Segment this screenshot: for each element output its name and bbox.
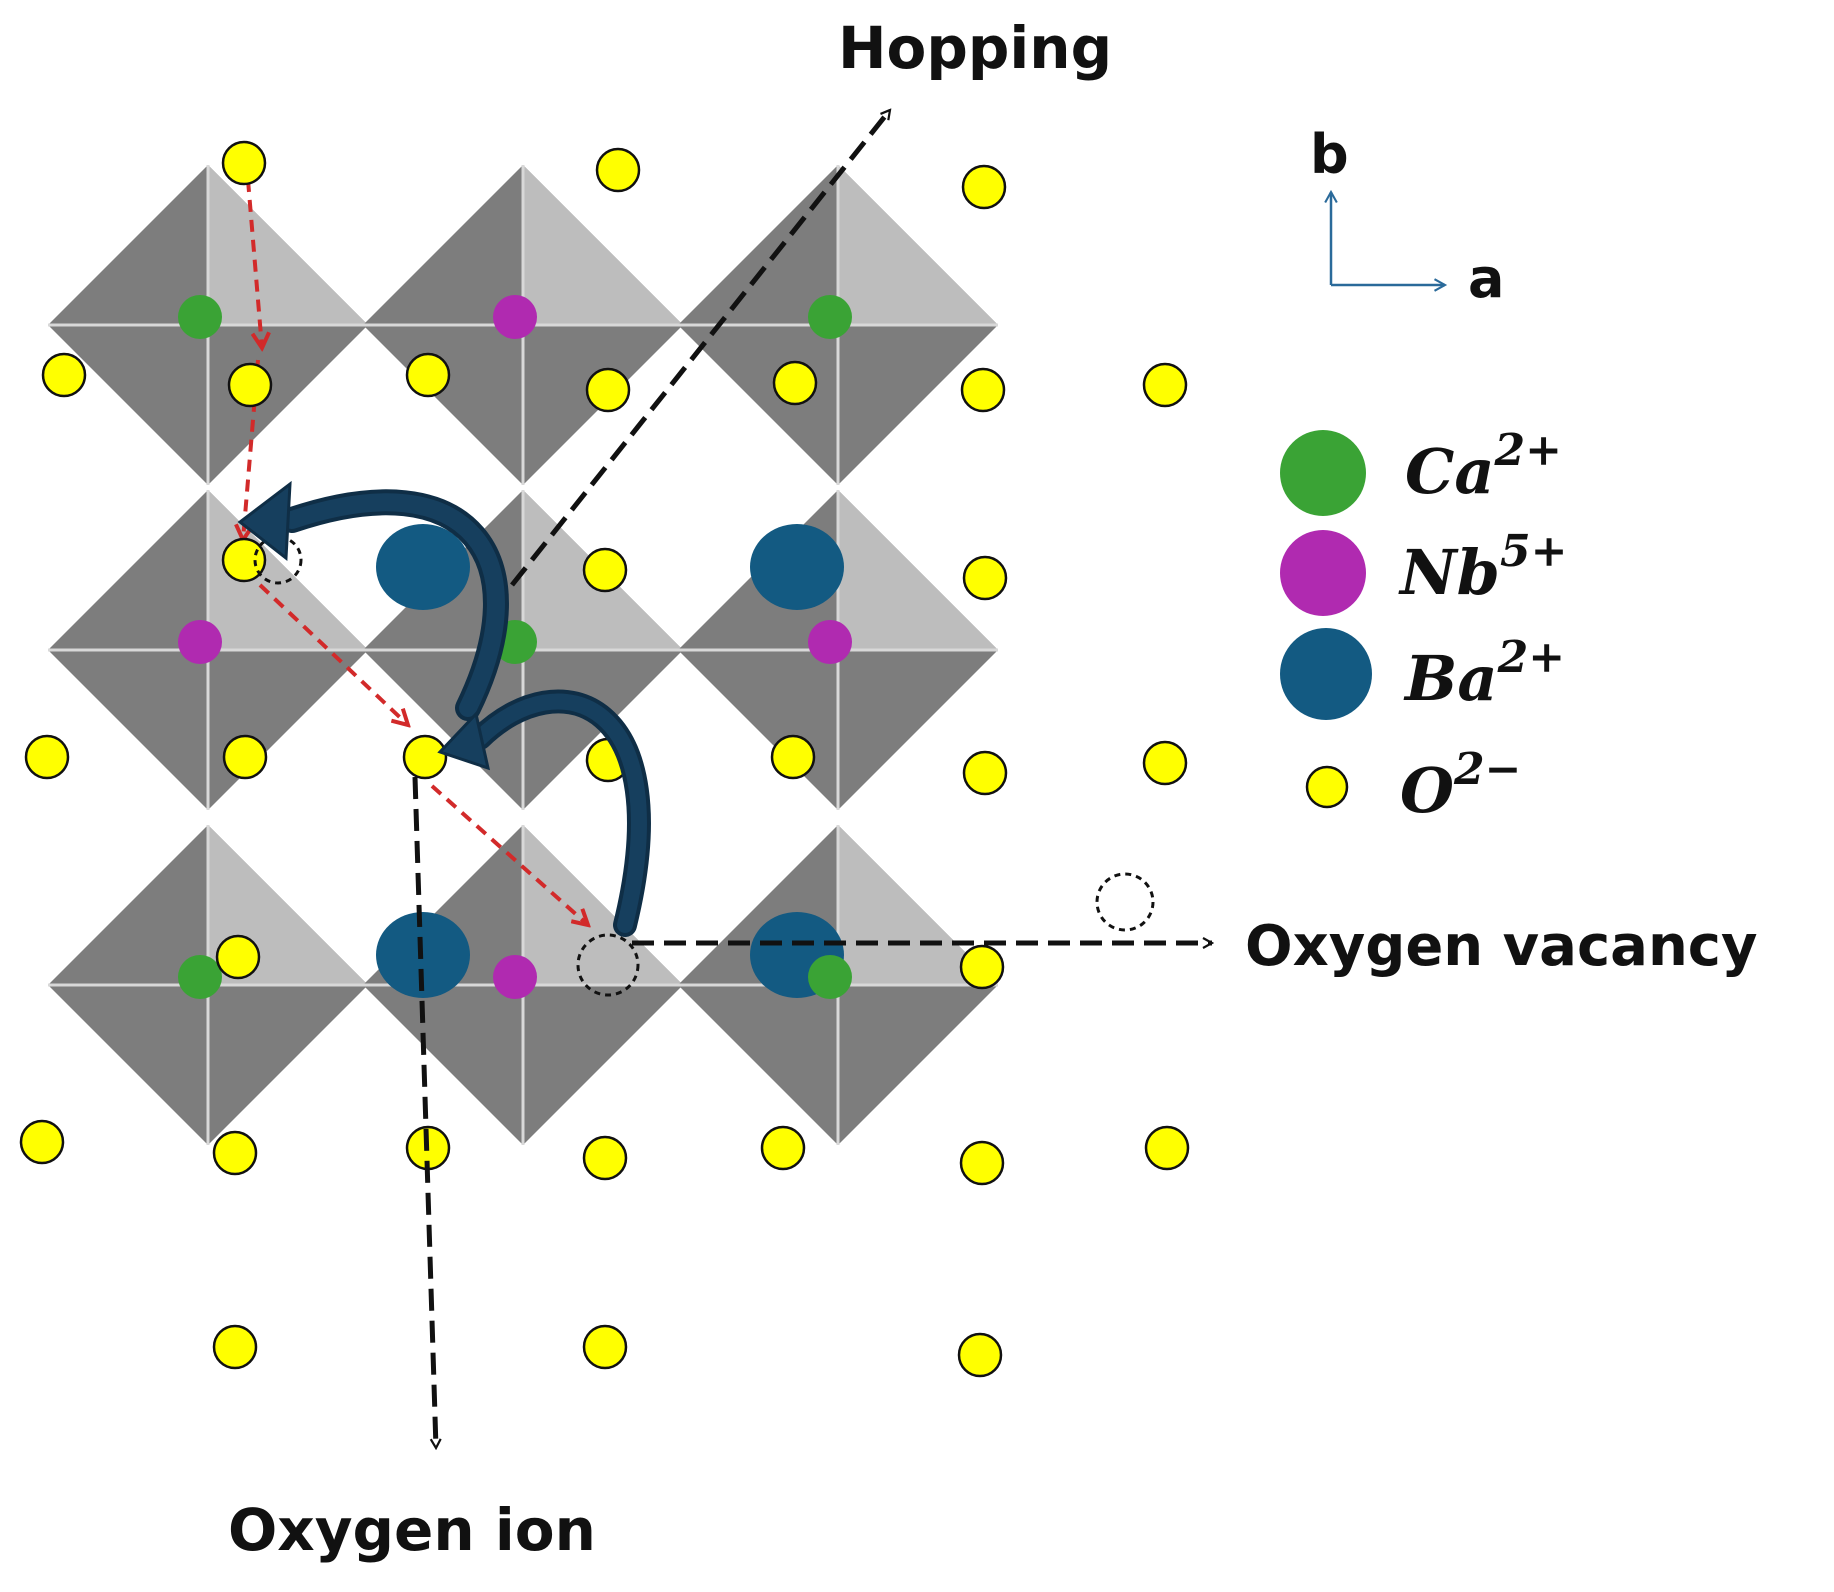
b-site-ion	[808, 955, 852, 999]
a-axis-label: a	[1468, 247, 1504, 310]
oxygen-ion	[1144, 1125, 1190, 1171]
b-site-ion	[178, 620, 222, 664]
oxygen-ion	[595, 147, 641, 193]
legend-symbol-ca: Ca	[1405, 435, 1495, 508]
legend-item-nb: Nb5+	[1280, 526, 1568, 616]
oxygen-ion	[402, 734, 448, 780]
oxygen-ion	[24, 734, 70, 780]
oxygen-ion	[959, 1140, 1005, 1186]
curved-arrow-head	[437, 710, 491, 771]
curved-arrow-body	[472, 693, 647, 933]
octahedron-light-face	[208, 165, 368, 325]
oxygen-ion-layer	[19, 140, 1190, 1378]
dashed-pointer-arrow	[510, 110, 892, 587]
b-site-ion	[808, 620, 852, 664]
oxygen-ion	[960, 367, 1006, 413]
b-site-ion	[178, 295, 222, 339]
legend-item-o: O2−	[1305, 744, 1522, 827]
legend-marker-ba	[1280, 628, 1372, 720]
oxygen-ion	[1142, 740, 1188, 786]
ba-ion-layer	[376, 524, 844, 998]
legend-item-ba: Ba2+	[1280, 628, 1565, 720]
octahedron-light-face	[838, 165, 998, 325]
oxygen-ion	[582, 547, 628, 593]
oxygen-ion	[1142, 362, 1188, 408]
oxygen-ion	[212, 1324, 258, 1370]
hop-path-arrow	[430, 784, 588, 925]
ba-ion	[750, 524, 844, 610]
b-axis-label: b	[1310, 123, 1349, 186]
oxygen-ion	[215, 934, 261, 980]
legend-symbol-nb: Nb	[1398, 536, 1500, 609]
legend-symbol-ba: Ba	[1403, 642, 1498, 715]
b-site-ion	[808, 295, 852, 339]
curved-arrow-layer	[237, 480, 651, 937]
legend-symbol-o: O	[1400, 754, 1454, 827]
legend-marker-nb	[1280, 530, 1366, 616]
oxygen-ion	[221, 537, 267, 583]
oxygen-vacancy-site	[576, 933, 640, 997]
oxygen-ion	[961, 164, 1007, 210]
oxygen-ion	[41, 352, 87, 398]
oxygen-ion	[19, 1119, 65, 1165]
legend-charge-nb: 5+	[1500, 526, 1567, 577]
legend-charge-ca: 2+	[1494, 425, 1562, 476]
b-site-ion	[493, 295, 537, 339]
oxygen-ion	[770, 734, 816, 780]
oxygen-ion	[212, 1130, 258, 1176]
oxygen-ion	[582, 1135, 628, 1181]
oxygen-ion	[585, 367, 631, 413]
curved-arrow-head	[237, 480, 292, 561]
oxygen-ion	[405, 352, 451, 398]
center-ion-layer	[178, 295, 852, 999]
legend-marker-o	[1305, 765, 1349, 809]
oxygen-ion	[959, 944, 1005, 990]
svg-text:Nb5+: Nb5+	[1398, 526, 1568, 609]
b-site-ion	[493, 955, 537, 999]
oxygen-ion	[760, 1125, 806, 1171]
hop-path-arrow	[246, 179, 262, 348]
vacancy-layer	[253, 535, 1155, 997]
axis-indicator: b a	[1310, 123, 1504, 310]
pointer-layer	[412, 110, 1212, 1448]
ba-ion	[376, 524, 470, 610]
oxygen-ion	[582, 1324, 628, 1370]
oxygen-ion-label: Oxygen ion	[228, 1496, 596, 1564]
hopping-label: Hopping	[838, 14, 1112, 82]
oxygen-ion	[957, 1332, 1003, 1378]
oxygen-ion	[222, 734, 268, 780]
oxygen-vacancy-site	[253, 535, 303, 585]
oxygen-ion	[772, 360, 818, 406]
legend-item-ca: Ca2+	[1280, 425, 1562, 516]
oxygen-vacancy-site	[1095, 872, 1155, 932]
dashed-pointer-arrow	[412, 776, 436, 1448]
legend: Ca2+ Nb5+ Ba2+ O2−	[1280, 425, 1568, 827]
svg-text:Ba2+: Ba2+	[1403, 632, 1565, 715]
legend-charge-o: 2−	[1453, 744, 1521, 795]
svg-text:Ca2+: Ca2+	[1405, 425, 1562, 508]
b-site-ion	[178, 955, 222, 999]
oxygen-ion	[962, 555, 1008, 601]
oxygen-vacancy-label: Oxygen vacancy	[1245, 914, 1758, 979]
octahedron-light-face	[523, 165, 683, 325]
oxygen-ion	[221, 140, 267, 186]
legend-marker-ca	[1280, 430, 1366, 516]
svg-text:O2−: O2−	[1400, 744, 1522, 827]
octahedron-light-face	[523, 825, 683, 985]
curved-arrow-body	[283, 493, 505, 717]
legend-charge-ba: 2+	[1497, 632, 1565, 683]
oxygen-ion	[227, 362, 273, 408]
oxygen-ion	[962, 750, 1008, 796]
octahedron-light-face	[838, 490, 998, 650]
hop-path-arrow	[258, 583, 408, 725]
